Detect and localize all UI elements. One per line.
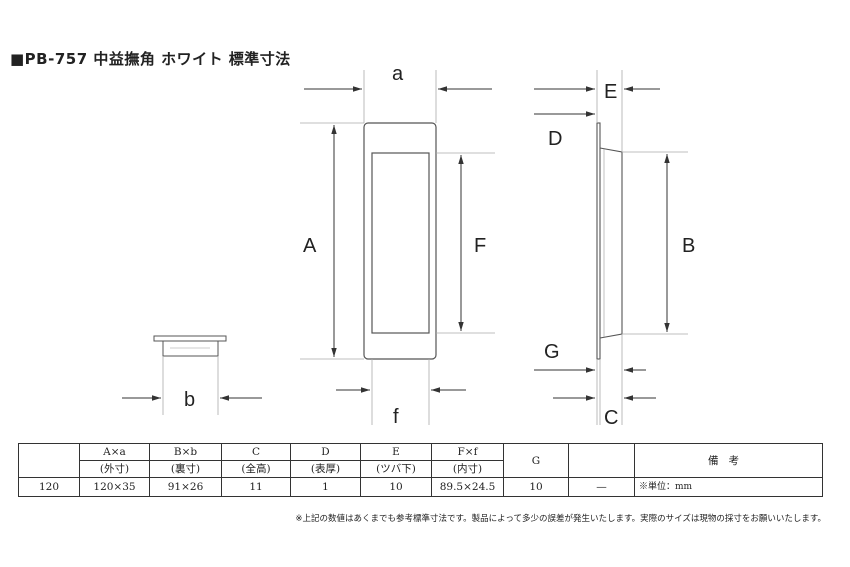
- inner-recess: [371, 152, 430, 334]
- header-cell: D: [290, 443, 361, 461]
- header-cell: C: [221, 443, 291, 461]
- header-cell: A×a: [79, 443, 150, 461]
- dim-label-a: a: [392, 63, 404, 85]
- subheader-cell: (ツバ下): [360, 460, 432, 478]
- dim-label-E: E: [604, 81, 617, 103]
- dim-label-C: C: [604, 407, 618, 429]
- header-cell: E: [360, 443, 432, 461]
- dim-label-D: D: [548, 128, 562, 150]
- cell-Aa: 120×35: [79, 477, 150, 497]
- cell-Bb: 91×26: [149, 477, 222, 497]
- dim-label-f: f: [393, 406, 399, 428]
- cell-blank: —: [568, 477, 635, 497]
- front-dim-arrows: [304, 86, 492, 393]
- subheader-cell: (内寸): [431, 460, 504, 478]
- front-view: [363, 122, 437, 360]
- table-subheader-row: (外寸) (裏寸) (全高) (表厚) (ツバ下) (内寸): [19, 460, 823, 478]
- cell-C: 11: [221, 477, 291, 497]
- cell-D: 1: [290, 477, 361, 497]
- header-cell: G: [503, 443, 569, 478]
- dimension-drawing: a A F f b E D B: [122, 63, 695, 429]
- cell-unit-note: ※単位：mm: [634, 477, 823, 497]
- header-cell: [18, 443, 80, 478]
- table-row: 120 120×35 91×26 11 1 10 89.5×24.5 10 — …: [18, 477, 823, 497]
- cell-G: 10: [503, 477, 569, 497]
- spec-table: A×a B×b C D E F×f G 備考 (外寸) (裏寸) (全高) (表…: [18, 443, 823, 497]
- cell-E: 10: [360, 477, 432, 497]
- subheader-cell: (表厚): [290, 460, 361, 478]
- header-cell: B×b: [149, 443, 222, 461]
- header-cell-remarks: 備考: [634, 443, 823, 478]
- subheader-cell: (裏寸): [149, 460, 222, 478]
- subheader-cell: (外寸): [79, 460, 150, 478]
- cell-size: 120: [18, 477, 80, 497]
- table-header-row: A×a B×b C D E F×f G 備考: [18, 443, 823, 478]
- dim-label-b: b: [184, 389, 195, 411]
- page-title: ■PB-757 中益撫角 ホワイト 標準寸法: [10, 50, 291, 68]
- outer-frame: [363, 122, 437, 360]
- bottom-view: [153, 335, 227, 357]
- side-view: [596, 122, 623, 360]
- dim-label-B: B: [682, 235, 695, 257]
- header-cell: [568, 443, 635, 478]
- subheader-cell: (全高): [221, 460, 291, 478]
- dim-label-A: A: [303, 235, 317, 257]
- dim-label-G: G: [544, 341, 560, 363]
- dim-label-F: F: [474, 235, 486, 257]
- cell-Ff: 89.5×24.5: [431, 477, 504, 497]
- header-cell: F×f: [431, 443, 504, 461]
- front-guides: [300, 70, 495, 425]
- footnote: ※上記の数値はあくまでも参考標準寸法です。製品によって多少の誤差が発生いたします…: [295, 514, 826, 524]
